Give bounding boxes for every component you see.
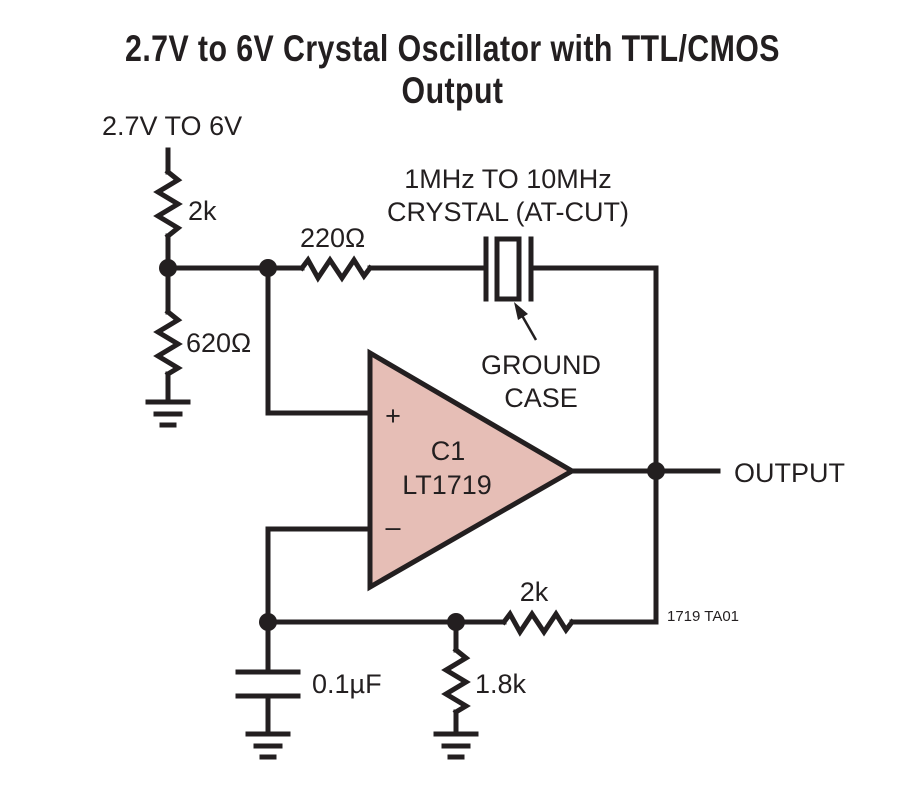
resistor-2k-feedback (500, 609, 659, 637)
ground-case-note-line2: CASE (504, 383, 578, 413)
wire (528, 265, 659, 625)
capacitor-label: 0.1µF (312, 669, 382, 699)
resistor-220-ohm (298, 255, 487, 283)
plus-input-label: + (385, 401, 401, 431)
figure-id: 1719 TA01 (667, 608, 739, 625)
diagram-title: 2.7V to 6V Crystal Oscillator with TTL/C… (125, 28, 780, 111)
crystal-icon (483, 236, 534, 302)
ground-case-note-line1: GROUND (481, 350, 601, 380)
ground-icon (433, 731, 479, 760)
wire (265, 526, 373, 625)
comparator-part: LT1719 (402, 470, 492, 500)
resistor-1-8k (441, 619, 471, 736)
junction-dot (647, 462, 665, 480)
resistor-2k-feedback-label: 2k (520, 577, 549, 607)
comparator-c1 (367, 348, 577, 592)
capacitor-icon (235, 619, 301, 736)
crystal-label-line2: CRYSTAL (AT-CUT) (387, 197, 629, 227)
resistor-220-ohm-label: 220Ω (300, 223, 365, 253)
crystal-label-line1: 1MHz TO 10MHz (404, 164, 612, 194)
supply-label: 2.7V TO 6V (102, 111, 242, 141)
ground-icon (145, 399, 191, 428)
resistor-2k-top (153, 168, 183, 271)
resistor-2k-top-label: 2k (188, 196, 217, 226)
resistor-1-8k-label: 1.8k (475, 669, 527, 699)
comparator-ref: C1 (431, 436, 466, 466)
minus-input-label: – (385, 512, 400, 542)
output-label: OUTPUT (734, 458, 845, 488)
wire (265, 265, 373, 416)
resistor-620-ohm-label: 620Ω (186, 328, 251, 358)
arrow-icon (514, 302, 538, 341)
resistor-620-ohm (153, 265, 183, 403)
ground-icon (245, 731, 291, 760)
